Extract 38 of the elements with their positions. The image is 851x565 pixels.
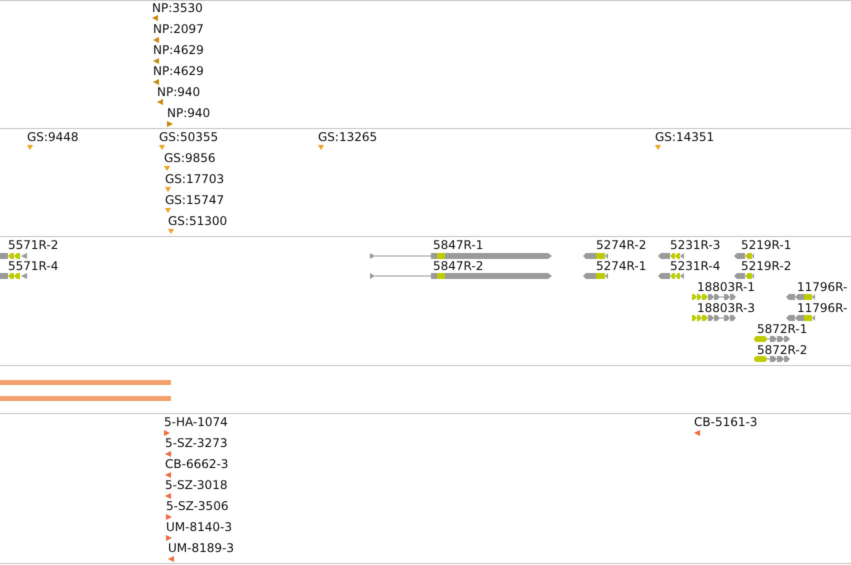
feature-label: 5231R-3 <box>670 238 720 252</box>
feature-label: GS:51300 <box>168 214 228 228</box>
feature-label: 5571R-2 <box>8 238 58 252</box>
feature-label: 11796R- <box>797 280 848 294</box>
feature-label: UM-8140-3 <box>166 520 232 534</box>
feature-label: 5872R-1 <box>757 322 808 336</box>
feature-label: GS:13265 <box>318 130 378 144</box>
feature-label: GS:9856 <box>164 151 216 165</box>
feature-label: 5231R-4 <box>670 259 720 273</box>
feature-label: NP:940 <box>157 85 200 99</box>
feature-label: NP:4629 <box>153 43 204 57</box>
feature-label: 5-SZ-3273 <box>165 436 228 450</box>
feature-label: UM-8189-3 <box>168 541 234 555</box>
feature-label: NP:4629 <box>153 64 204 78</box>
feature-label: GS:17703 <box>165 172 224 186</box>
feature-label: CB-6662-3 <box>165 457 228 471</box>
feature-label: 5274R-1 <box>596 259 646 273</box>
feature-label: 5-SZ-3506 <box>166 499 228 513</box>
feature-label: NP:2097 <box>153 22 204 36</box>
feature-label: GS:14351 <box>655 130 714 144</box>
feature-label: 5219R-2 <box>741 259 792 273</box>
feature-label: 5274R-2 <box>596 238 646 252</box>
feature-label: CB-5161-3 <box>694 415 758 429</box>
feature-label: 5872R-2 <box>757 343 808 357</box>
feature-label: GS:9448 <box>27 130 78 144</box>
feature-label: 5847R-2 <box>433 259 484 273</box>
feature-label: NP:3530 <box>152 1 203 15</box>
feature-label: 18803R-1 <box>697 280 755 294</box>
feature-label: 5-HA-1074 <box>164 415 228 429</box>
feature-label: NP:940 <box>167 106 210 120</box>
feature-label: 5847R-1 <box>433 238 484 252</box>
feature-label: 5-SZ-3018 <box>165 478 228 492</box>
feature-label: 11796R- <box>797 301 848 315</box>
feature-label: 5571R-4 <box>8 259 58 273</box>
feature-label: 5219R-1 <box>741 238 792 252</box>
feature-label: 18803R-3 <box>697 301 755 315</box>
feature-label: GS:50355 <box>159 130 218 144</box>
feature-label: GS:15747 <box>165 193 224 207</box>
